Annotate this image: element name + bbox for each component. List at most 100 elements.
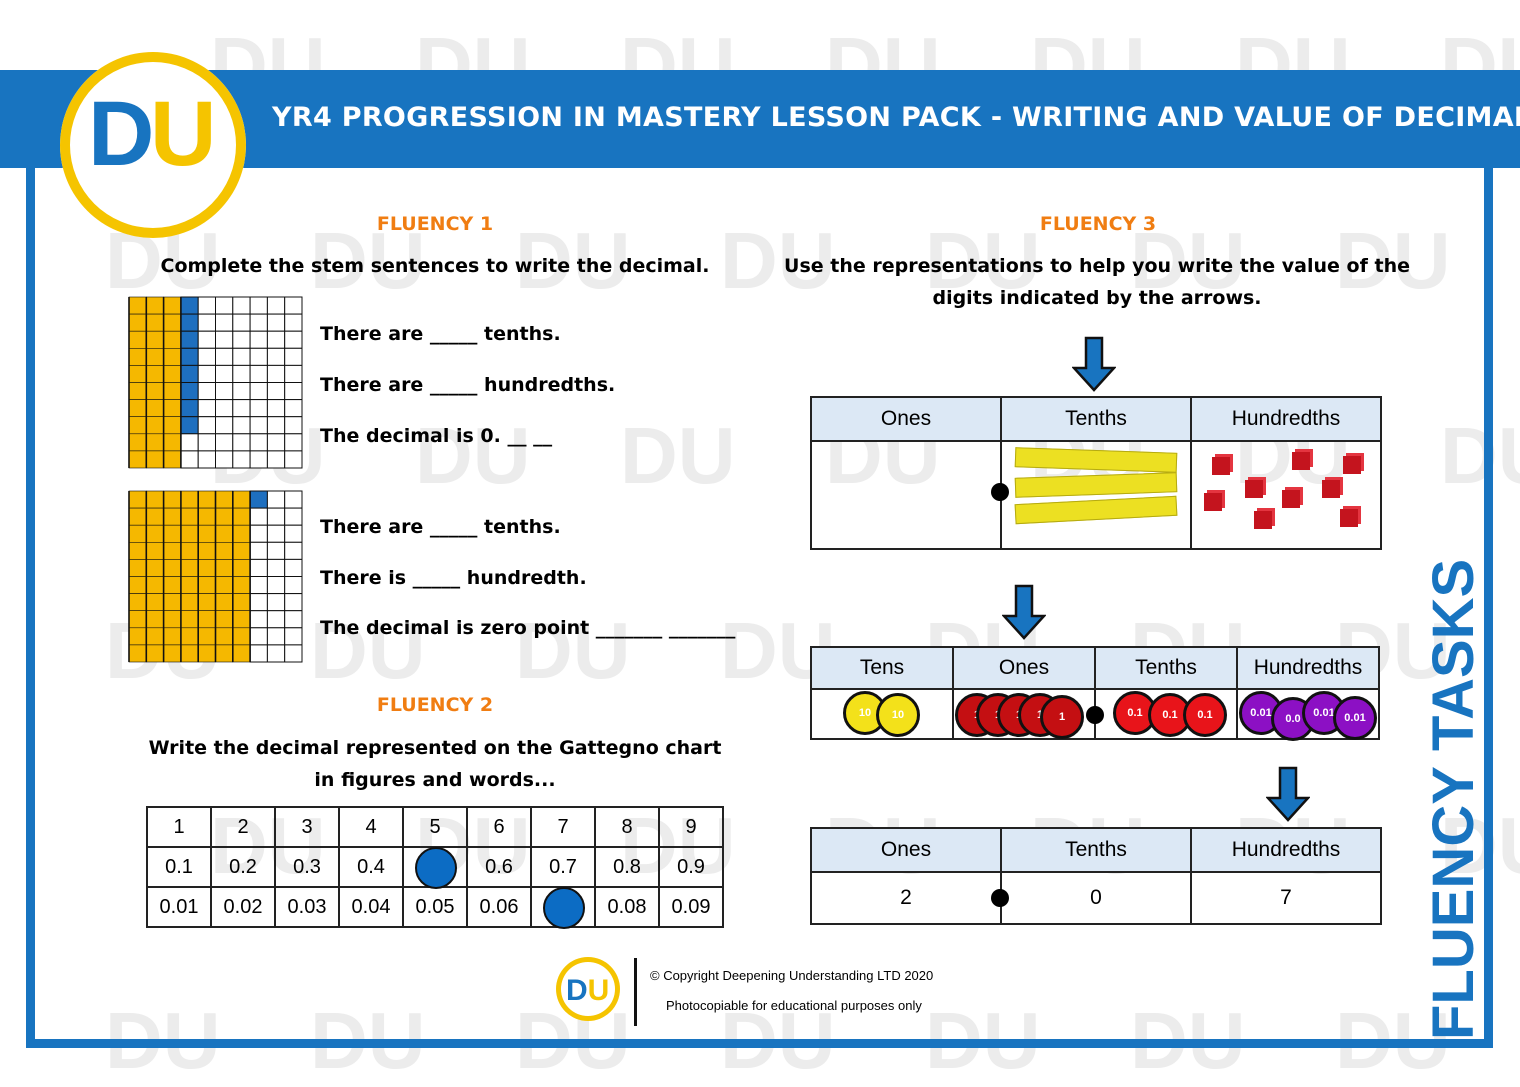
grid-square (128, 524, 147, 543)
du-logo-u: U (150, 83, 217, 185)
grid-square (163, 524, 182, 543)
hundredth-cube (1245, 480, 1263, 498)
counter-ten: 10 (876, 693, 920, 737)
grid-square (232, 627, 251, 646)
grid-square (266, 627, 286, 646)
grid-square (215, 416, 234, 435)
grid-square (249, 313, 268, 332)
grid-square (266, 364, 286, 384)
fluency3-instruction-line1: Use the representations to help you writ… (784, 255, 1410, 277)
hundredth-cube (1282, 490, 1300, 508)
pv2-header-ones: Ones (952, 646, 1096, 690)
gattegno-cell-circled (530, 886, 596, 929)
grid-square (284, 433, 303, 452)
hundredth-cube (1340, 509, 1358, 527)
gattegno-cell: 0.06 (466, 886, 532, 928)
grid-square (266, 610, 286, 629)
gattegno-cell: 0.9 (658, 846, 724, 888)
grid-square (180, 507, 199, 526)
grid-square (180, 399, 199, 418)
decimal-point-dot (991, 483, 1009, 501)
hundred-grid-2 (128, 490, 303, 663)
grid-square (232, 433, 251, 452)
grid-square (232, 593, 251, 611)
grid-square (145, 559, 164, 577)
grid-square (163, 627, 182, 646)
grid-square (284, 399, 303, 418)
grid-square (215, 433, 234, 452)
watermark-logo: DU (620, 411, 736, 500)
grid-square (128, 433, 147, 452)
du-logo (60, 52, 246, 238)
grid-square (128, 490, 147, 509)
grid-square (284, 330, 303, 349)
grid-square (180, 313, 199, 332)
pv3-cell-hundredths: 7 (1190, 871, 1382, 925)
grid-square (249, 399, 268, 418)
footer-note: Photocopiable for educational purposes o… (666, 998, 922, 1013)
grid-square (266, 541, 286, 560)
gattegno-row-tenths: 0.1 0.2 0.3 0.4 0.6 0.7 0.8 0.9 (146, 846, 724, 889)
grid-square (232, 610, 251, 629)
grid-square (215, 627, 234, 646)
grid-square (284, 524, 303, 543)
gattegno-cell: 0.8 (594, 846, 660, 888)
grid-square (215, 450, 234, 469)
pv3-cell-tenths: 0 (1000, 871, 1192, 925)
grid-square (163, 644, 182, 663)
footer-logo-text: DU (566, 974, 610, 1007)
grid-square (128, 644, 147, 663)
grid-square (266, 313, 286, 332)
grid-square (128, 330, 147, 349)
grid-square (128, 416, 147, 435)
circle-marker-hundredths (543, 887, 585, 929)
down-arrow-icon (1072, 336, 1116, 392)
gattegno-cell: 0.04 (338, 886, 404, 928)
grid1-line-tenths: There are _____ tenths. (320, 323, 561, 345)
grid-square (215, 313, 234, 332)
grid-square (284, 627, 303, 646)
gattegno-row-ones: 1 2 3 4 5 6 7 8 9 (146, 806, 724, 848)
grid-square (163, 313, 182, 332)
grid-square (128, 382, 147, 400)
grid-square (197, 524, 216, 543)
grid-square (266, 399, 286, 418)
watermark-logo: DU (310, 216, 426, 305)
grid-square (197, 382, 216, 401)
grid-square (180, 382, 199, 401)
grid-square (232, 382, 251, 401)
grid-square (232, 644, 251, 663)
grid-square (232, 399, 251, 418)
gattegno-cell: 0.08 (594, 886, 660, 928)
grid-square (232, 347, 251, 366)
pv3-cell-ones: 2 (810, 871, 1002, 925)
gattegno-row-hundredths: 0.01 0.02 0.03 0.04 0.05 0.06 0.08 0.09 (146, 886, 724, 929)
grid2-line-tenths: There are _____ tenths. (320, 516, 561, 538)
du-logo-d: D (88, 83, 155, 185)
grid2-line-hundredths: There is _____ hundredth. (320, 567, 587, 589)
grid-square (284, 507, 303, 526)
grid-square (197, 347, 216, 366)
grid-square (249, 576, 268, 595)
grid-square (197, 593, 216, 611)
hundredth-cube (1204, 493, 1222, 511)
grid-square (145, 313, 164, 332)
grid-square (284, 644, 303, 663)
grid-square (197, 507, 216, 526)
grid-square (145, 296, 164, 315)
gattegno-cell: 0.03 (274, 886, 340, 928)
gattegno-cell: 0.6 (466, 846, 532, 888)
watermark-logo: DU (1130, 216, 1246, 305)
grid-square (215, 524, 234, 543)
gattegno-cell: 0.7 (530, 846, 596, 888)
grid-square (266, 330, 286, 349)
grid-square (284, 382, 303, 401)
grid-square (128, 365, 147, 383)
grid-square (232, 416, 251, 435)
grid-square (266, 450, 286, 469)
grid-square (215, 576, 234, 594)
grid-square (284, 450, 303, 469)
grid-square (215, 644, 234, 663)
grid-square (232, 576, 251, 594)
pv1-header-ones: Ones (810, 396, 1002, 442)
